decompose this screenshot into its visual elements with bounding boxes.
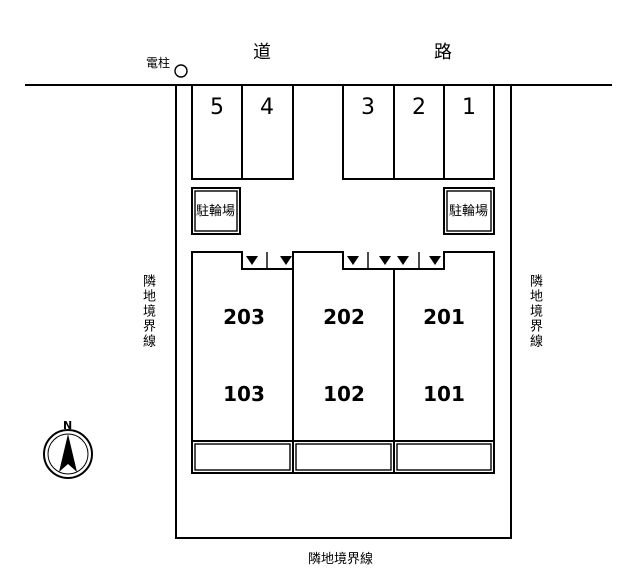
bicycle-parking-left-inner xyxy=(194,190,238,232)
property-boundary xyxy=(175,85,512,539)
parking-slot-4: 4 xyxy=(260,95,274,120)
road-label-char1: 道 xyxy=(253,42,271,63)
boundary-right-label: 隣地境界線 xyxy=(527,274,542,349)
entrance-arrow-icon xyxy=(246,256,258,265)
entrance-arrow-icon xyxy=(280,256,292,265)
unit-201: 201 xyxy=(423,305,465,329)
boundary-bottom-label: 隣地境界線 xyxy=(308,552,374,567)
unit-202: 202 xyxy=(323,305,365,329)
entrance-arrow-icon xyxy=(379,256,391,265)
entrance-arrow-icon xyxy=(429,256,441,265)
boundary-left-label: 隣地境界線 xyxy=(140,274,155,349)
entrance-arrow-icon xyxy=(347,256,359,265)
bicycle-parking-left xyxy=(191,187,241,235)
utility-pole-label: 電柱 xyxy=(146,56,171,70)
balcony-center xyxy=(292,440,395,474)
parking-slot-5: 5 xyxy=(210,95,224,120)
parking-slot-2: 2 xyxy=(412,95,426,120)
bicycle-parking-right xyxy=(443,187,495,235)
unit-102: 102 xyxy=(323,382,365,406)
balcony-center-inner xyxy=(295,443,392,471)
bicycle-parking-right-label: 駐輪場 xyxy=(449,204,489,219)
parking-group-right xyxy=(342,85,495,180)
parking-slot-1: 1 xyxy=(462,95,476,120)
balcony-right xyxy=(393,440,495,474)
utility-pole-icon xyxy=(174,64,188,78)
balcony-right-inner xyxy=(396,443,492,471)
north-label: N xyxy=(63,419,73,432)
parking-slot-3: 3 xyxy=(361,95,375,120)
building-outline xyxy=(191,251,495,442)
unit-103: 103 xyxy=(223,382,265,406)
entrance-arrow-icon xyxy=(397,256,409,265)
unit-101: 101 xyxy=(423,382,465,406)
balcony-left xyxy=(191,440,294,474)
unit-203: 203 xyxy=(223,305,265,329)
road-label-char2: 路 xyxy=(434,42,452,63)
bicycle-parking-left-label: 駐輪場 xyxy=(196,204,236,219)
bicycle-parking-right-inner xyxy=(446,190,492,232)
north-compass-icon xyxy=(43,429,93,479)
balcony-left-inner xyxy=(194,443,291,471)
